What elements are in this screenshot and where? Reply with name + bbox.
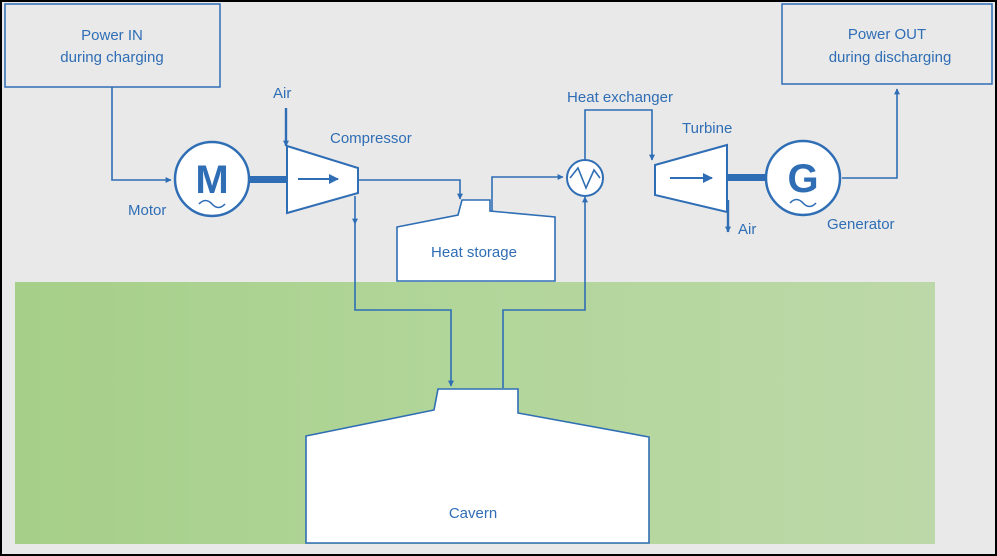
generator-label: Generator <box>827 216 895 233</box>
cavern-label: Cavern <box>449 505 497 522</box>
compressor <box>286 144 359 215</box>
heat-exchanger-icon <box>569 166 601 191</box>
heat-exchanger <box>566 159 604 197</box>
line-exchanger-to-turbine <box>584 109 655 161</box>
cavern <box>305 388 650 544</box>
line-heat-storage-to-exchanger <box>491 174 564 212</box>
motor-label: Motor <box>128 202 166 219</box>
heat-exchanger-label: Heat exchanger <box>567 89 673 106</box>
power-out-subtitle: during discharging <box>829 49 952 66</box>
turbine-label: Turbine <box>682 120 732 137</box>
generator-symbol-icon: G <box>787 157 818 201</box>
turbine <box>654 143 728 214</box>
line-cavern-to-exchanger <box>502 196 588 388</box>
motor: M <box>173 140 251 218</box>
power-in-box: Power IN during charging <box>4 3 221 88</box>
heat-storage <box>396 199 556 282</box>
turbine-generator-shaft <box>726 174 765 181</box>
heat-storage-label: Heat storage <box>431 244 517 261</box>
motor-ac-wave-icon <box>198 199 226 209</box>
motor-circle <box>173 140 251 218</box>
line-compressor-to-heat-storage <box>358 179 463 200</box>
generator-circle <box>764 139 842 217</box>
flow-lines <box>111 87 900 388</box>
line-compressor-to-cavern <box>354 224 454 387</box>
air-out-label: Air <box>738 221 756 238</box>
generator: G <box>764 139 842 217</box>
motor-compressor-shaft <box>250 176 287 183</box>
power-in-subtitle: during charging <box>60 49 163 66</box>
motor-symbol-icon: M <box>195 158 228 202</box>
compressor-label: Compressor <box>330 130 412 147</box>
power-out-title: Power OUT <box>848 26 926 43</box>
line-generator-to-power-out <box>842 88 900 179</box>
line-power-in-to-motor <box>111 87 172 183</box>
power-out-box: Power OUT during discharging <box>781 3 993 85</box>
generator-ac-wave-icon <box>789 198 817 208</box>
air-in-label: Air <box>273 85 291 102</box>
power-in-title: Power IN <box>81 27 143 44</box>
